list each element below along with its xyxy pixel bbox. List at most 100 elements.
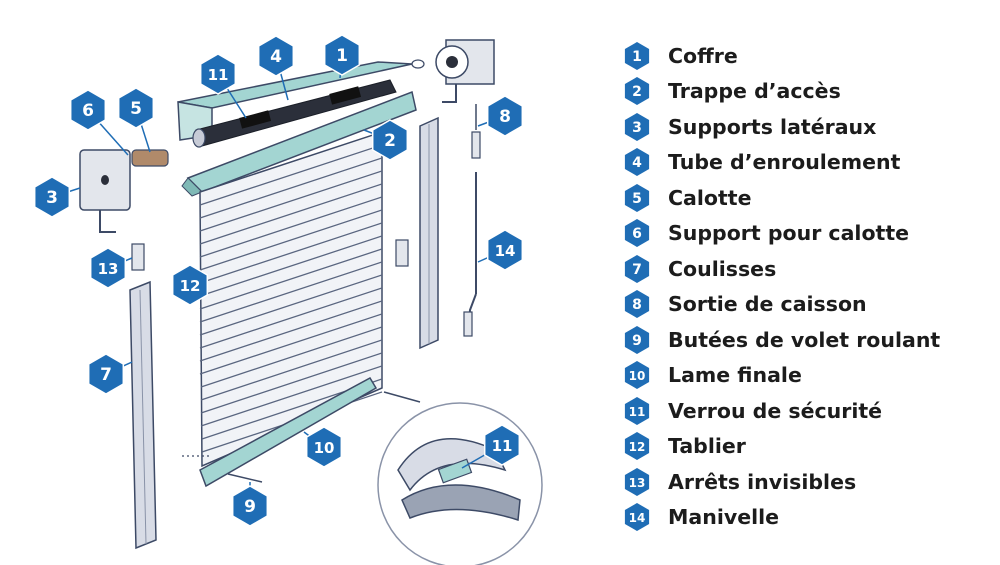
legend-number-badge: 2 bbox=[624, 77, 650, 106]
callout-number: 7 bbox=[100, 365, 112, 385]
legend-item: 4 Tube d’enroulement bbox=[622, 145, 992, 181]
support-lateral-left-part bbox=[79, 149, 131, 233]
callout-manivelle: 14 bbox=[477, 229, 524, 271]
callout-number: 12 bbox=[180, 277, 201, 295]
callout-number: 11 bbox=[208, 66, 229, 84]
legend-item: 1 Coffre bbox=[622, 38, 992, 74]
legend-number: 12 bbox=[629, 440, 646, 454]
callout-tablier: 12 bbox=[171, 264, 209, 306]
legend-label: Coffre bbox=[668, 43, 738, 68]
legend-number: 13 bbox=[629, 476, 646, 490]
lame-finale-part bbox=[199, 376, 378, 488]
legend-label: Arrêts invisibles bbox=[668, 469, 857, 494]
legend-label: Trappe d’accès bbox=[668, 79, 841, 104]
legend-label: Tube d’enroulement bbox=[668, 150, 901, 175]
callout-trappe-acces: 2 bbox=[363, 119, 409, 161]
callout-number: 11 bbox=[492, 437, 513, 455]
callout-calotte: 5 bbox=[117, 87, 155, 153]
callout-support-calotte: 6 bbox=[69, 89, 129, 156]
callout-hexagon bbox=[305, 426, 343, 468]
support-lateral-right-part bbox=[411, 39, 495, 103]
manivelle-part bbox=[463, 172, 477, 337]
callout-hexagon bbox=[87, 353, 125, 395]
legend-label: Coulisses bbox=[668, 256, 777, 281]
legend-number-badge: 6 bbox=[624, 219, 650, 248]
callout-hexagon bbox=[171, 264, 209, 306]
callout-verrou-securite: 11 bbox=[199, 53, 247, 119]
coulisse-left-part bbox=[129, 280, 157, 550]
legend-item: 6 Support pour calotte bbox=[622, 216, 992, 252]
callout-hexagon bbox=[199, 53, 237, 95]
callout-number: 4 bbox=[270, 47, 282, 67]
legend-number-badge: 5 bbox=[624, 183, 650, 212]
legend-number-badge: 9 bbox=[624, 325, 650, 354]
callout-number: 6 bbox=[82, 101, 94, 121]
legend-label: Butées de volet roulant bbox=[668, 327, 941, 352]
sortie-caisson-part bbox=[471, 104, 481, 159]
callout-hexagon bbox=[69, 89, 107, 131]
legend-number: 10 bbox=[629, 369, 646, 383]
callout-hexagon bbox=[483, 424, 521, 466]
legend-item: 7 Coulisses bbox=[622, 251, 992, 287]
callout-hexagon bbox=[486, 229, 524, 271]
legend-number: 7 bbox=[632, 262, 642, 278]
callout-number: 8 bbox=[499, 107, 511, 127]
callout-number: 14 bbox=[495, 242, 516, 260]
legend-number: 6 bbox=[632, 226, 642, 242]
legend-label: Tablier bbox=[668, 434, 746, 459]
legend-number-badge: 12 bbox=[624, 432, 650, 461]
trappe-acces-part bbox=[181, 90, 417, 197]
legend-number: 8 bbox=[632, 297, 642, 313]
legend-item: 2 Trappe d’accès bbox=[622, 74, 992, 110]
legend-number-badge: 1 bbox=[624, 41, 650, 70]
legend-label: Verrou de sécurité bbox=[668, 398, 883, 423]
callout-hexagon bbox=[371, 119, 409, 161]
legend-number: 1 bbox=[632, 49, 642, 65]
callout-hexagon bbox=[117, 87, 155, 129]
callout-hexagon bbox=[323, 34, 361, 76]
callout-coffre: 1 bbox=[323, 34, 361, 79]
legend-number: 9 bbox=[632, 333, 642, 349]
legend-label: Supports latéraux bbox=[668, 114, 877, 139]
legend-number-badge: 14 bbox=[624, 503, 650, 532]
legend-list: 1 Coffre 2 Trappe d’accès 3 Supports latéraux… bbox=[622, 38, 992, 535]
legend-label: Calotte bbox=[668, 185, 752, 210]
legend-number: 2 bbox=[632, 84, 642, 100]
legend-item: 14 Manivelle bbox=[622, 500, 992, 536]
callout-number: 3 bbox=[46, 188, 58, 208]
legend-item: 13 Arrêts invisibles bbox=[622, 464, 992, 500]
verrou-detail-part bbox=[377, 402, 543, 565]
calotte-part bbox=[131, 149, 169, 167]
callout-butees: 9 bbox=[231, 482, 269, 527]
callout-tube-enroulement: 4 bbox=[257, 35, 295, 101]
legend-number: 3 bbox=[632, 120, 642, 136]
legend-number: 11 bbox=[629, 405, 646, 419]
callout-sortie-caisson: 8 bbox=[477, 95, 524, 137]
callout-number: 2 bbox=[384, 131, 396, 151]
legend-number-badge: 13 bbox=[624, 467, 650, 496]
legend-label: Manivelle bbox=[668, 505, 780, 530]
callout-number: 13 bbox=[98, 260, 119, 278]
coulisse-right-part bbox=[419, 116, 439, 350]
legend-label: Support pour calotte bbox=[668, 221, 910, 246]
legend-number: 14 bbox=[629, 511, 646, 525]
legend-item: 9 Butées de volet roulant bbox=[622, 322, 992, 358]
callout-hexagon bbox=[231, 485, 269, 527]
legend-number-badge: 11 bbox=[624, 396, 650, 425]
legend-number-badge: 8 bbox=[624, 290, 650, 319]
callout-hexagon bbox=[486, 95, 524, 137]
legend-item: 8 Sortie de caisson bbox=[622, 287, 992, 323]
butees-part bbox=[182, 391, 421, 483]
legend-item: 11 Verrou de sécurité bbox=[622, 393, 992, 429]
callout-coulisses: 7 bbox=[87, 353, 133, 395]
legend-item: 3 Supports latéraux bbox=[622, 109, 992, 145]
legend-number: 4 bbox=[632, 155, 642, 171]
legend-item: 5 Calotte bbox=[622, 180, 992, 216]
arrets-invisibles-part bbox=[131, 239, 409, 271]
callout-number: 10 bbox=[314, 439, 335, 457]
legend-label: Sortie de caisson bbox=[668, 292, 867, 317]
legend-label: Lame finale bbox=[668, 363, 802, 388]
legend-item: 10 Lame finale bbox=[622, 358, 992, 394]
